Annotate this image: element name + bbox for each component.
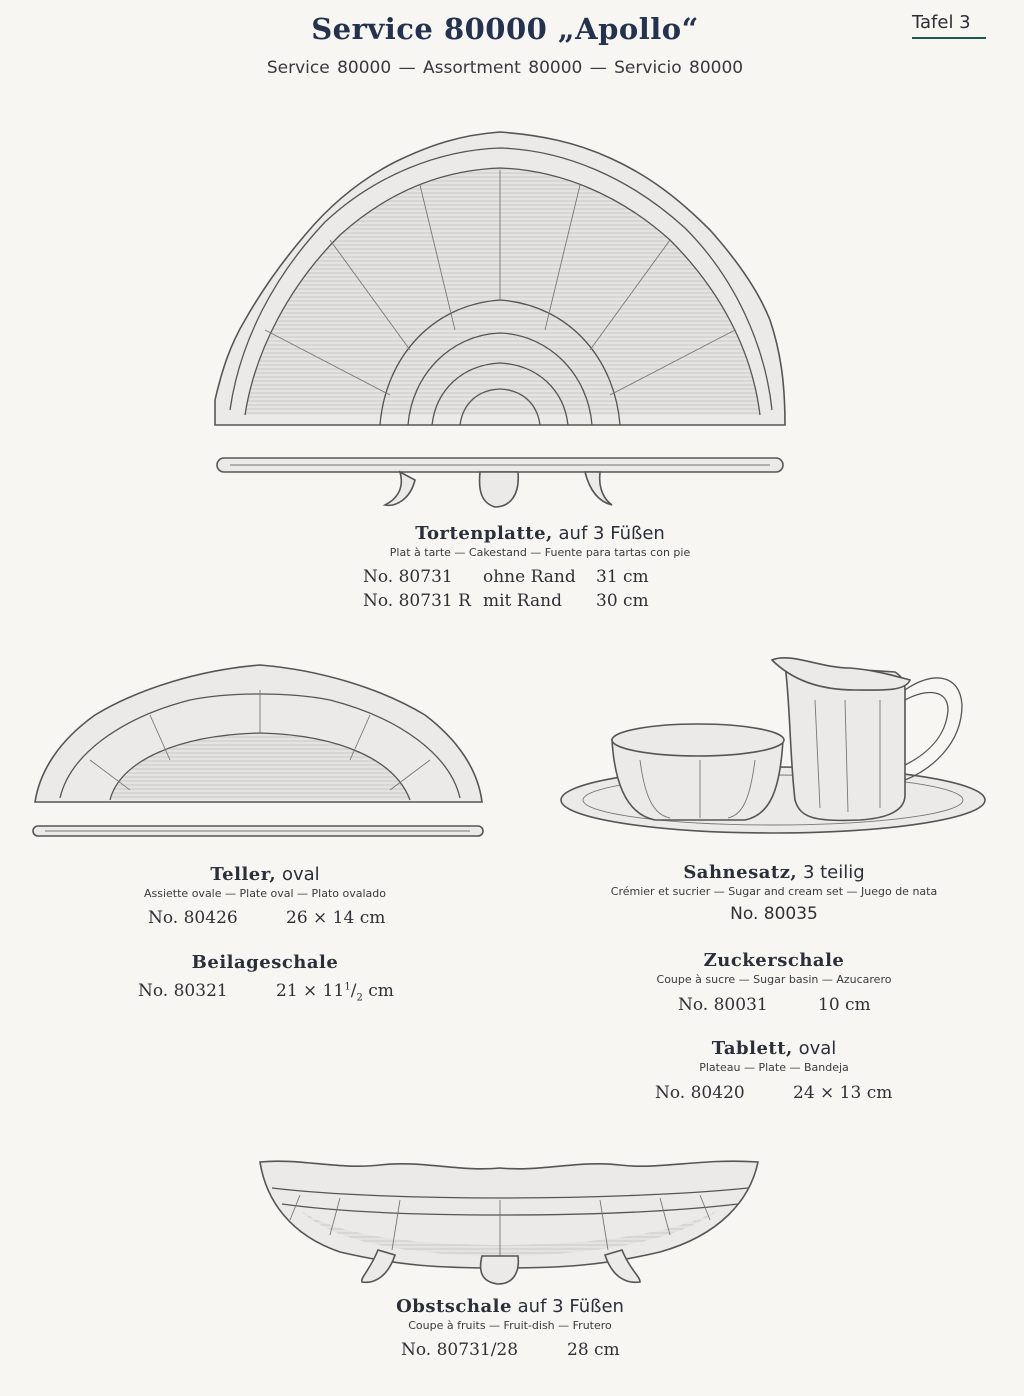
tray-caption: Tablett, oval Plateau — Plate — Bandeja [560, 1038, 988, 1074]
cream-set-caption: Sahnesatz, 3 teilig Crémier et sucrier —… [560, 862, 988, 924]
cake-plate-row-2: No. 80731 R mit Rand 30 cm [363, 591, 649, 611]
item-number: No. 80731 [363, 567, 453, 587]
page-title: Service 80000 „Apollo“ [311, 12, 699, 46]
cake-plate-row-1: No. 80731 ohne Rand 31 cm [363, 567, 649, 587]
page-subtitle: Service 80000 — Assortment 80000 — Servi… [266, 58, 744, 78]
size: 31 cm [596, 567, 649, 587]
size: 28 cm [567, 1340, 620, 1360]
sugar-bowl-row: No. 80031 10 cm [678, 995, 871, 1015]
side-dish-name: Beilageschale [191, 952, 339, 973]
variant: ohne Rand [483, 567, 576, 587]
cream-set-name: Sahnesatz, [683, 862, 798, 883]
size: 10 cm [818, 995, 871, 1015]
oval-plate-row: No. 80426 26 × 14 cm [148, 908, 385, 928]
sugar-bowl-translations: Coupe à sucre — Sugar basin — Azucarero [656, 973, 892, 986]
item-number: No. 80731 R [363, 591, 471, 611]
fruit-bowl-illustration [259, 1160, 759, 1285]
fruit-bowl-translations: Coupe à fruits — Fruit-dish — Frutero [408, 1319, 612, 1332]
fruit-bowl-caption: Obstschale auf 3 Füßen Coupe à fruits — … [320, 1296, 700, 1332]
cream-set-illustration [560, 656, 986, 834]
item-number: No. 80321 [138, 981, 228, 1001]
size: 26 × 14 cm [286, 908, 386, 928]
fruit-bowl-suffix: auf 3 Füßen [517, 1296, 624, 1317]
oval-plate-name: Teller, [210, 864, 277, 885]
fruit-bowl-row: No. 80731/28 28 cm [401, 1340, 620, 1360]
tray-translations: Plateau — Plate — Bandeja [699, 1061, 849, 1074]
tray-name: Tablett, [711, 1038, 793, 1059]
oval-plate-caption: Teller, oval Assiette ovale — Plate oval… [90, 864, 440, 900]
size: 30 cm [596, 591, 649, 611]
item-number: No. 80426 [148, 908, 238, 928]
side-dish-caption: Beilageschale [90, 952, 440, 973]
tray-row: No. 80420 24 × 13 cm [655, 1083, 892, 1103]
variant: mit Rand [483, 591, 562, 611]
size: 21 × 111/2 cm [276, 981, 394, 1004]
cream-set-translations: Crémier et sucrier — Sugar and cream set… [610, 885, 938, 898]
fruit-bowl-name: Obstschale [396, 1296, 512, 1317]
sugar-bowl-name: Zuckerschale [703, 950, 845, 971]
item-number: No. 80420 [655, 1083, 745, 1103]
oval-plate-illustration [32, 664, 484, 837]
tray-suffix: oval [798, 1038, 837, 1059]
plate-underline [912, 37, 986, 39]
cake-plate-translations: Plat à tarte — Cakestand — Fuente para t… [389, 546, 691, 559]
item-number: No. 80031 [678, 995, 768, 1015]
side-dish-row: No. 80321 21 × 111/2 cm [138, 981, 394, 1003]
item-number: No. 80731/28 [401, 1340, 519, 1360]
oval-plate-translations: Assiette ovale — Plate oval — Plato oval… [144, 887, 386, 900]
cake-plate-caption: Tortenplatte, auf 3 Füßen Plat à tarte —… [300, 523, 780, 559]
plate-number: Tafel 3 [912, 12, 971, 33]
cake-plate-name: Tortenplatte, [415, 523, 553, 544]
cream-set-suffix: 3 teilig [802, 862, 865, 883]
cake-plate-suffix: auf 3 Füßen [558, 523, 665, 544]
sugar-bowl-caption: Zuckerschale Coupe à sucre — Sugar basin… [560, 950, 988, 986]
oval-plate-suffix: oval [281, 864, 320, 885]
cream-set-number: No. 80035 [730, 904, 818, 924]
size: 24 × 13 cm [793, 1083, 893, 1103]
cake-plate-illustration [214, 131, 786, 508]
